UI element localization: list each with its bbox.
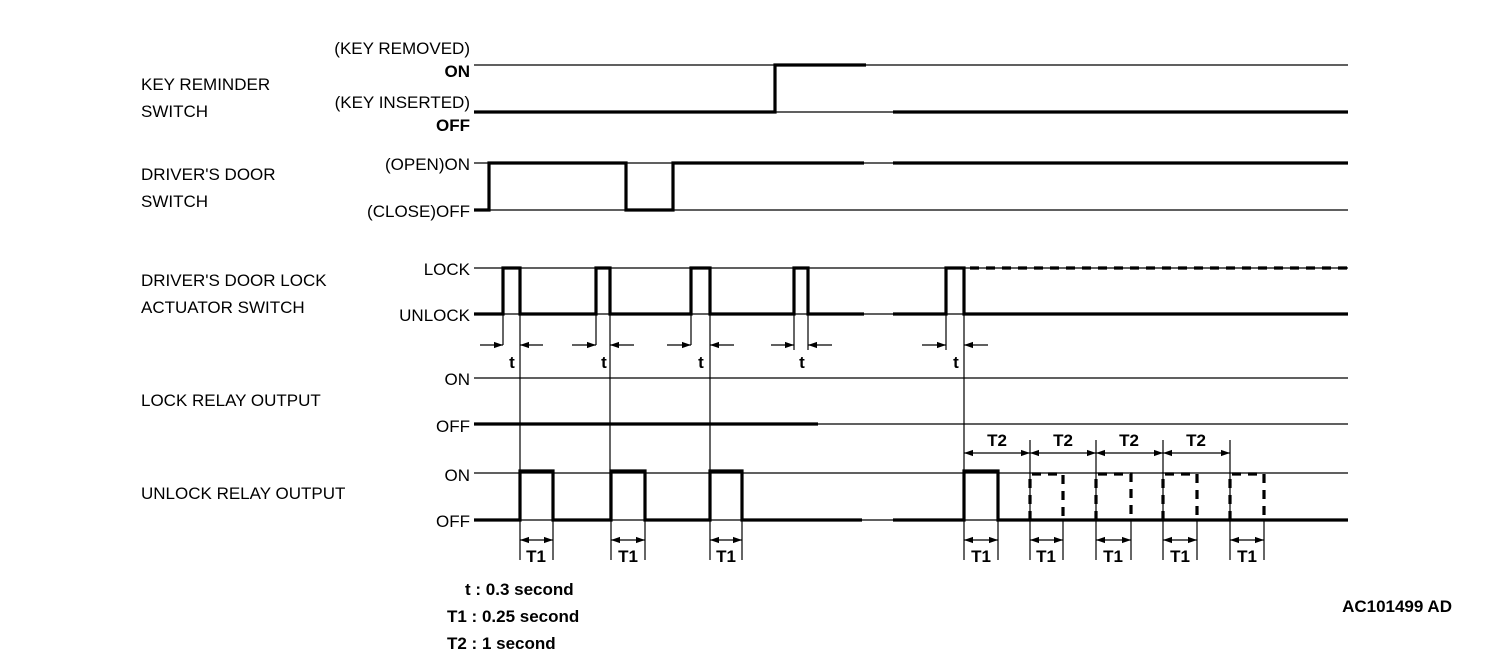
door-switch-label-1: DRIVER'S DOOR — [141, 165, 276, 184]
t2-label-2: T2 — [1053, 431, 1073, 450]
key-reminder-label-2: SWITCH — [141, 102, 208, 121]
door-on-level: (OPEN)ON — [385, 155, 470, 174]
key-off-level: OFF — [436, 116, 470, 135]
actuator-lock-level: LOCK — [424, 260, 471, 279]
legend-t: t : 0.3 second — [465, 580, 574, 599]
key-inserted-label: (KEY INSERTED) — [335, 93, 470, 112]
t1-label-1: T1 — [526, 547, 546, 566]
lock-actuator-label-1: DRIVER'S DOOR LOCK — [141, 271, 327, 290]
key-reminder-waveform — [474, 63, 1348, 114]
unlock-relay-waveform — [474, 469, 1348, 522]
lock-relay-on-level: ON — [445, 370, 471, 389]
figure-reference: AC101499 AD — [1342, 597, 1452, 616]
t1-label-8: T1 — [1237, 547, 1257, 566]
lock-actuator-label-2: ACTUATOR SWITCH — [141, 298, 305, 317]
t2-label-1: T2 — [987, 431, 1007, 450]
lock-actuator-waveform — [474, 266, 1348, 316]
key-reminder-label-1: KEY REMINDER — [141, 75, 270, 94]
key-on-level: ON — [445, 62, 471, 81]
key-removed-label: (KEY REMOVED) — [334, 39, 470, 58]
timing-legend: t : 0.3 second T1 : 0.25 second T2 : 1 s… — [447, 580, 579, 653]
t1-label-5: T1 — [1036, 547, 1056, 566]
door-switch-label-2: SWITCH — [141, 192, 208, 211]
t1-label-4: T1 — [971, 547, 991, 566]
t-label-4: t — [799, 353, 805, 372]
t1-label-7: T1 — [1170, 547, 1190, 566]
t1-label-3: T1 — [716, 547, 736, 566]
legend-t1: T1 : 0.25 second — [447, 607, 579, 626]
door-off-level: (CLOSE)OFF — [367, 202, 470, 221]
unlock-relay-label: UNLOCK RELAY OUTPUT — [141, 484, 345, 503]
lock-relay-off-level: OFF — [436, 417, 470, 436]
lock-relay-label: LOCK RELAY OUTPUT — [141, 391, 321, 410]
t2-label-4: T2 — [1186, 431, 1206, 450]
timing-reference-lines — [502, 314, 1265, 560]
unlock-relay-on-level: ON — [445, 466, 471, 485]
t-label-5: t — [953, 353, 959, 372]
t2-label-3: T2 — [1119, 431, 1139, 450]
t1-label-6: T1 — [1103, 547, 1123, 566]
t-label-1: t — [509, 353, 515, 372]
legend-t2: T2 : 1 second — [447, 634, 556, 653]
t-label-3: t — [698, 353, 704, 372]
lock-relay-waveform — [474, 377, 1348, 426]
t1-label-2: T1 — [618, 547, 638, 566]
unlock-relay-off-level: OFF — [436, 512, 470, 531]
actuator-unlock-level: UNLOCK — [399, 306, 471, 325]
t-label-2: t — [601, 353, 607, 372]
door-switch-waveform — [474, 161, 1348, 212]
